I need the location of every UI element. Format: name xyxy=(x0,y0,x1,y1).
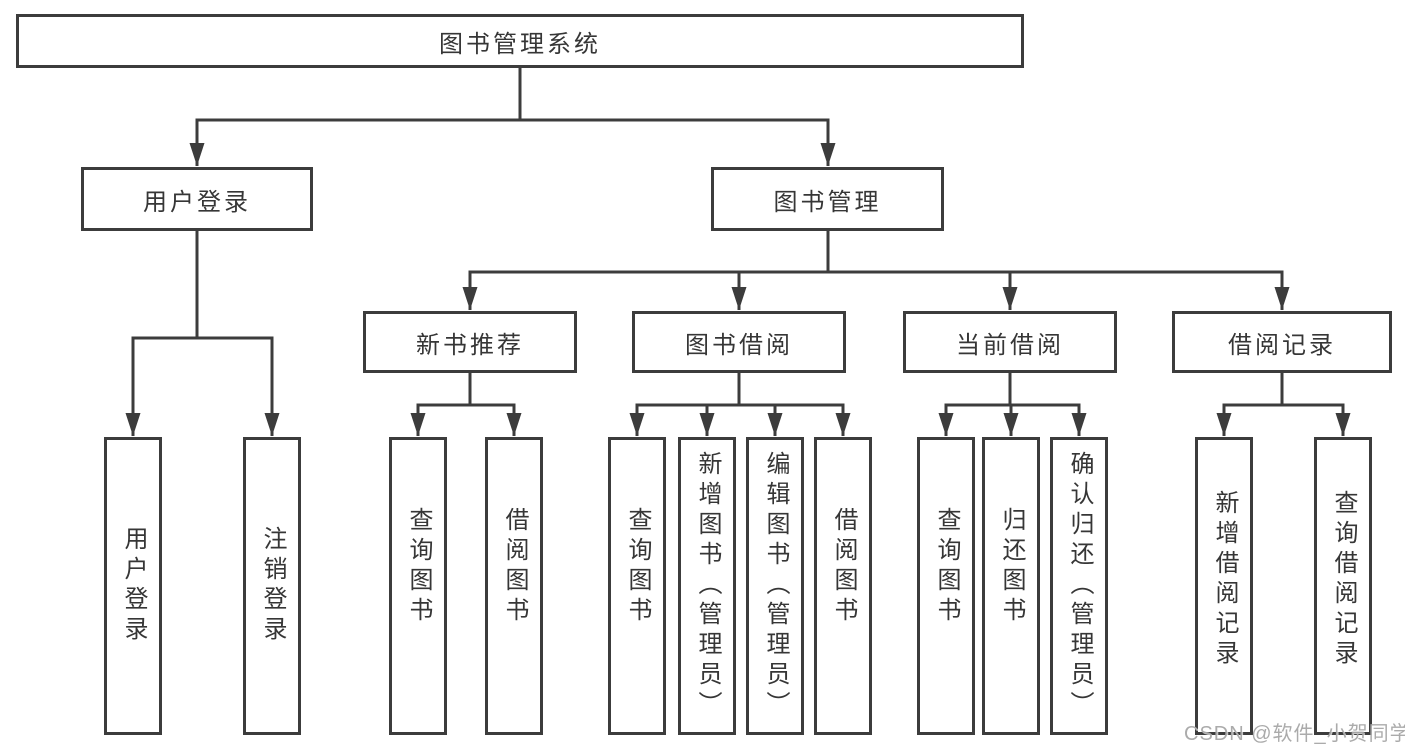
leaf-user-login: 用户登录 xyxy=(104,437,162,735)
node-label: 图书管理 xyxy=(773,188,882,216)
leaf-query-books-current: 查询图书 xyxy=(917,437,975,735)
leaf-borrow-books-borrowing: 借阅图书 xyxy=(814,437,872,735)
node-new-book-recommendation: 新书推荐 xyxy=(363,311,577,373)
node-book-borrowing: 图书借阅 xyxy=(632,311,846,373)
node-label: 借阅图书 xyxy=(501,507,528,627)
node-borrowing-records: 借阅记录 xyxy=(1172,311,1392,373)
node-label: 当前借阅 xyxy=(956,331,1064,359)
node-label: 查询图书 xyxy=(933,507,960,627)
node-label: 归还图书 xyxy=(998,507,1025,627)
leaf-add-book-admin: 新增图书（管理员） xyxy=(678,437,736,735)
node-label: 注销登录 xyxy=(259,526,286,646)
node-label: 借阅图书 xyxy=(830,507,857,627)
node-label: 图书借阅 xyxy=(685,331,793,359)
node-label: 新增借阅记录 xyxy=(1211,490,1238,670)
leaf-logout: 注销登录 xyxy=(243,437,301,735)
node-book-management-branch: 图书管理 xyxy=(711,167,944,231)
leaf-confirm-return-admin: 确认归还（管理员） xyxy=(1050,437,1108,735)
leaf-query-borrow-record: 查询借阅记录 xyxy=(1314,437,1372,735)
node-user-login-branch: 用户登录 xyxy=(81,167,313,231)
leaf-add-borrow-record: 新增借阅记录 xyxy=(1195,437,1253,735)
node-label: 编辑图书（管理员） xyxy=(762,451,789,721)
leaf-return-book: 归还图书 xyxy=(982,437,1040,735)
node-library-management-system: 图书管理系统 xyxy=(16,14,1024,68)
node-label: 新书推荐 xyxy=(416,331,524,359)
node-label: 确认归还（管理员） xyxy=(1066,451,1093,721)
node-label: 查询图书 xyxy=(405,507,432,627)
node-label: 新增图书（管理员） xyxy=(694,451,721,721)
node-label: 用户登录 xyxy=(120,526,147,646)
node-label: 借阅记录 xyxy=(1228,331,1336,359)
leaf-query-books-recommend: 查询图书 xyxy=(389,437,447,735)
leaf-borrow-books-recommend: 借阅图书 xyxy=(485,437,543,735)
node-current-borrowing: 当前借阅 xyxy=(903,311,1117,373)
node-label: 查询图书 xyxy=(624,507,651,627)
node-label: 用户登录 xyxy=(143,188,251,216)
leaf-edit-book-admin: 编辑图书（管理员） xyxy=(746,437,804,735)
node-label: 图书管理系统 xyxy=(439,30,601,58)
leaf-query-books-borrowing: 查询图书 xyxy=(608,437,666,735)
node-label: 查询借阅记录 xyxy=(1330,490,1357,670)
